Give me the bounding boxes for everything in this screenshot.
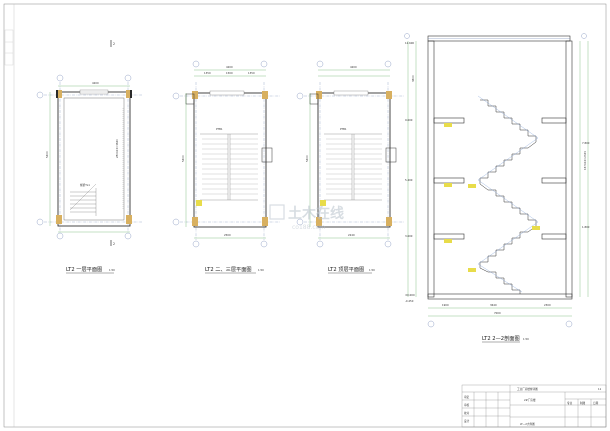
title-block [461, 384, 607, 428]
plan2-seg-b: 1500 [226, 71, 233, 75]
section-floor-h: 3600 [411, 75, 415, 82]
plan3-width-dim: 4200 [350, 65, 357, 69]
title-col-1: 专业 [567, 401, 573, 405]
title-row-4: 设计 [464, 419, 470, 423]
watermark: 土木在线 co188.com [269, 204, 344, 231]
plan1-caption: LT2 一层平面图 [66, 266, 102, 273]
level-8: -0.450 [405, 299, 414, 303]
section-handrails [477, 95, 539, 293]
section-dim-total: 7000 [494, 311, 501, 315]
binding-margin-marks [4, 29, 14, 66]
level-7: 1.800 [582, 225, 590, 229]
section-cut-mark-bottom: 2 [113, 242, 115, 246]
plan-second-third-floor: 4200 1350 1500 1350 5400 PTB1 2500 LT2 二… [172, 60, 280, 274]
plan-top-floor: 4200 5400 PTB1 2240 LT2 顶层平面图 1:50 [296, 60, 404, 274]
plan1-run-dim: 280X13=3640 [115, 139, 119, 158]
section-2-2: 12.600 9.600 5.400 3.600 ±0.000 7.800 1.… [404, 33, 590, 343]
plan1-scale: 1:50 [109, 268, 115, 272]
section-dim-c: 2300 [544, 303, 551, 307]
title-drawing-name: 2#厂房楼 [524, 398, 536, 402]
plan3-land-dim: 2240 [348, 233, 355, 237]
plan1-beam-label: 梯梁TL1 [80, 183, 90, 187]
plan2-tread-lines [202, 138, 258, 195]
plan2-caption: LT2 二、三层平面图 [205, 266, 252, 273]
plan2-height-dim: 5400 [181, 155, 185, 162]
plan2-seg-c: 1350 [248, 71, 255, 75]
plan3-height-dim: 5400 [305, 155, 309, 162]
section-riser: 167X14=2333 [583, 151, 587, 170]
title-row-3: 校对 [464, 411, 470, 415]
sheet-border [3, 3, 607, 428]
level-6: 7.800 [582, 141, 590, 145]
title-drawing-title: LT—2大样图 [520, 422, 535, 426]
title-sheet-no: 11 [598, 387, 602, 391]
level-4: 3.600 [405, 234, 413, 238]
title-row-1: 审定 [464, 395, 470, 399]
section-caption: LT2 2—2剖面图 [482, 334, 520, 342]
plan1-height-dim: 5400 [45, 151, 49, 158]
plan3-beam-label: PTB1 [340, 127, 347, 131]
section-stair-flights [479, 99, 537, 294]
title-col-2: 制图 [580, 401, 586, 405]
plan1-width-dim: 4200 [92, 81, 99, 85]
plan2-scale: 1:50 [258, 268, 264, 272]
level-5: ±0.000 [405, 293, 415, 297]
plan2-width-dim: 4200 [226, 65, 233, 69]
level-2: 9.600 [405, 118, 413, 122]
level-1: 12.600 [405, 41, 414, 45]
section-cut-mark: 2 [113, 42, 115, 46]
plan3-tread-lines [326, 138, 382, 195]
plan-ground-floor: 4200 5400 280X13=3640 2 2 梯梁TL1 LT2 一层平面… [36, 40, 142, 274]
watermark-logo-icon [269, 204, 285, 220]
section-scale: 1:50 [523, 337, 529, 341]
plan3-caption: LT2 顶层平面图 [328, 266, 364, 273]
level-3: 5.400 [405, 178, 413, 182]
title-col-3: 日期 [593, 401, 599, 405]
title-row-2: 审核 [464, 403, 470, 407]
plan2-seg-a: 1350 [204, 71, 211, 75]
section-dim-b: 3640 [490, 303, 497, 307]
plan2-beam-label: PTB1 [216, 127, 223, 131]
plan2-land-dim: 2500 [224, 233, 231, 237]
watermark-brand: 土木在线 [288, 205, 344, 222]
title-project: 工业厂房楼梯详图 [517, 387, 538, 391]
watermark-url: co188.com [292, 224, 325, 231]
section-dim-a: 1900 [442, 303, 449, 307]
plan3-scale: 1:50 [369, 268, 375, 272]
